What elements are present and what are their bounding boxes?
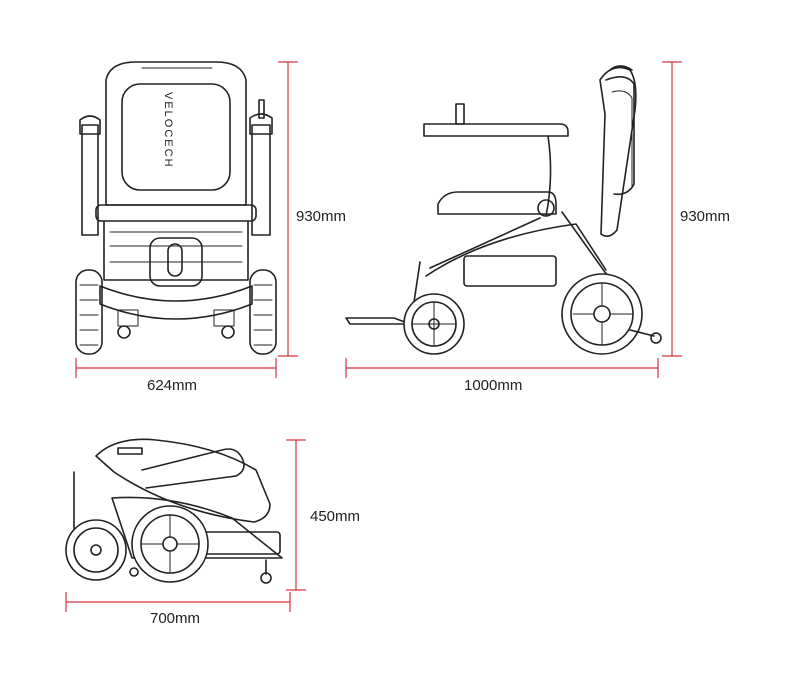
folded-height-label: 450mm	[310, 508, 360, 525]
folded-front-wheel	[65, 519, 127, 581]
folded-length-dimension: 700mm	[65, 592, 291, 627]
side-height-dimension: 930mm	[662, 61, 730, 357]
side-armrest	[423, 123, 569, 137]
side-hinge	[537, 199, 555, 217]
side-view	[345, 65, 662, 355]
brand-mark: VELOCECH	[162, 92, 174, 169]
side-battery	[463, 255, 557, 287]
front-frame	[103, 221, 249, 281]
side-seat	[437, 191, 557, 215]
front-caster-right	[221, 325, 235, 339]
left-armrest-post	[81, 124, 99, 236]
side-length-label: 1000mm	[464, 377, 522, 394]
folded-view	[65, 438, 283, 584]
folded-height-dimension: 450mm	[286, 439, 360, 591]
right-armrest-pad	[249, 113, 273, 135]
folded-backrest	[95, 438, 271, 523]
backrest-handle	[609, 65, 633, 71]
front-footplate	[99, 285, 253, 320]
side-footrest	[345, 317, 411, 325]
folded-armrest	[141, 448, 245, 489]
folded-caster	[260, 572, 272, 584]
folded-frame	[111, 496, 283, 559]
front-right-wheel	[249, 269, 277, 355]
side-backrest	[599, 66, 637, 238]
side-frame-main	[425, 223, 607, 277]
left-armrest-pad	[79, 115, 101, 135]
joystick-side	[455, 103, 465, 125]
side-height-label: 930mm	[680, 208, 730, 225]
front-backrest-panel	[121, 83, 231, 191]
front-left-wheel	[75, 269, 103, 355]
side-rear-wheel	[561, 273, 643, 355]
front-width-label: 624mm	[147, 377, 197, 394]
front-view: VELOCECH	[75, 61, 277, 355]
front-height-dimension: 930mm	[278, 61, 346, 357]
anti-tip-wheel	[650, 332, 662, 344]
battery-box	[149, 237, 203, 287]
front-caster-left	[117, 325, 131, 339]
front-height-label: 930mm	[296, 208, 346, 225]
front-seat	[95, 204, 257, 222]
front-width-dimension: 624mm	[75, 358, 277, 394]
front-backrest	[105, 61, 247, 206]
side-length-dimension: 1000mm	[345, 358, 659, 394]
right-armrest-post	[251, 124, 271, 236]
joystick-front	[258, 99, 265, 119]
folded-length-label: 700mm	[150, 610, 200, 627]
folded-rear-wheel	[131, 505, 209, 583]
